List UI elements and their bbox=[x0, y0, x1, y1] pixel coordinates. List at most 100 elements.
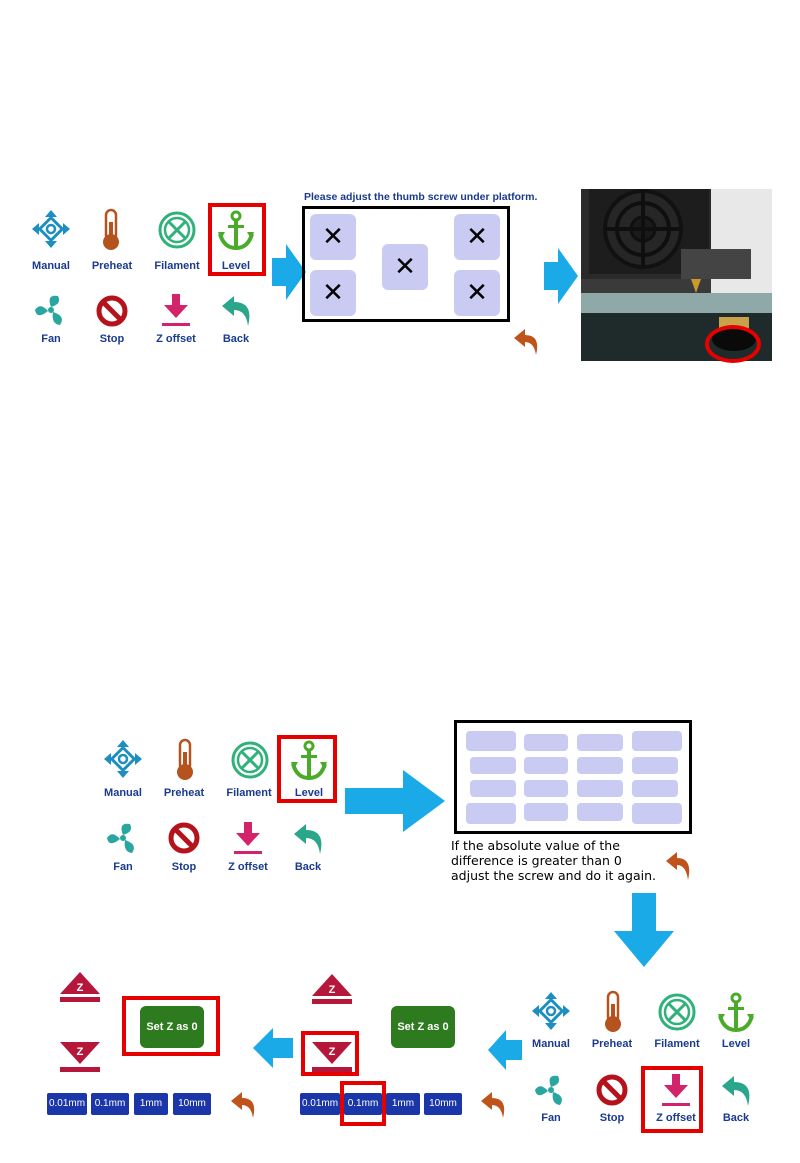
anchor-icon[interactable] bbox=[216, 210, 256, 252]
move-arrows-icon[interactable] bbox=[530, 990, 572, 1032]
return-arrow-icon[interactable] bbox=[480, 1090, 508, 1120]
level-instruction: Please adjust the thumb screw under plat… bbox=[304, 191, 538, 203]
filament-reel-icon[interactable] bbox=[657, 992, 697, 1032]
z-down-label: Z bbox=[329, 1046, 336, 1058]
step-0.1mm-button[interactable]: 0.1mm bbox=[344, 1093, 382, 1115]
back-arrow-icon[interactable] bbox=[720, 1072, 754, 1108]
flow-arrow-down bbox=[614, 893, 674, 967]
filament-reel-icon[interactable] bbox=[230, 740, 270, 780]
thermometer-icon[interactable] bbox=[172, 738, 198, 782]
mesh-cell bbox=[632, 803, 682, 824]
z-offset-icon[interactable] bbox=[232, 820, 264, 856]
filament-reel-icon[interactable] bbox=[157, 210, 197, 250]
anchor-icon[interactable] bbox=[289, 740, 329, 782]
flow-arrow-right bbox=[345, 770, 445, 832]
menu-level-label: Level bbox=[221, 260, 251, 272]
z-down-button-icon[interactable]: Z bbox=[58, 1040, 102, 1074]
step-0.01mm-button[interactable]: 0.01mm bbox=[47, 1093, 87, 1115]
stop-icon[interactable] bbox=[95, 294, 129, 328]
mesh-cell bbox=[632, 731, 682, 751]
level-screen bbox=[302, 206, 510, 322]
z-offset-icon[interactable] bbox=[160, 292, 192, 328]
menu-fan-label: Fan bbox=[41, 333, 61, 345]
mesh-cell bbox=[632, 780, 678, 797]
mesh-screen bbox=[454, 720, 692, 834]
menu-fan-label: Fan bbox=[541, 1112, 561, 1124]
mesh-cell bbox=[577, 803, 623, 821]
mesh-cell bbox=[470, 757, 516, 774]
level-point-bottom-left[interactable]: ✕ bbox=[310, 270, 356, 316]
step-1mm-button[interactable]: 1mm bbox=[134, 1093, 168, 1115]
z-up-button-icon[interactable]: Z bbox=[310, 972, 354, 1006]
fan-icon[interactable] bbox=[532, 1072, 570, 1108]
level-point-bottom-right[interactable]: ✕ bbox=[454, 270, 500, 316]
mesh-cell bbox=[470, 780, 516, 797]
note-line-3: adjust the screw and do it again. bbox=[451, 868, 657, 883]
step-10mm-button[interactable]: 10mm bbox=[424, 1093, 462, 1115]
stop-icon[interactable] bbox=[167, 821, 201, 855]
menu-level-label: Level bbox=[721, 1038, 751, 1050]
mesh-cell bbox=[577, 780, 623, 797]
menu-stop-label: Stop bbox=[171, 861, 197, 873]
menu-manual-label: Manual bbox=[104, 787, 142, 799]
menu-preheat-label: Preheat bbox=[91, 260, 133, 272]
z-down-button-icon[interactable]: Z bbox=[310, 1040, 354, 1074]
level-point-top-right[interactable]: ✕ bbox=[454, 214, 500, 260]
z-offset-icon[interactable] bbox=[660, 1072, 692, 1108]
z-down-label: Z bbox=[77, 1046, 84, 1058]
mesh-cell bbox=[524, 803, 568, 821]
step-0.1mm-highlight bbox=[340, 1081, 386, 1126]
menu-zoffset-label: Z offset bbox=[656, 1112, 696, 1124]
thermometer-icon[interactable] bbox=[98, 208, 124, 252]
note-line-1: If the absolute value of the bbox=[451, 838, 620, 853]
back-arrow-icon[interactable] bbox=[220, 292, 254, 328]
flow-arrow-left bbox=[253, 1028, 293, 1068]
return-arrow-icon[interactable] bbox=[665, 850, 693, 882]
flow-arrow-right bbox=[544, 248, 578, 304]
level-point-top-left[interactable]: ✕ bbox=[310, 214, 356, 260]
menu-back-label: Back bbox=[222, 333, 250, 345]
thermometer-icon[interactable] bbox=[600, 990, 626, 1034]
return-arrow-icon[interactable] bbox=[513, 327, 541, 357]
move-arrows-icon[interactable] bbox=[102, 738, 144, 780]
menu-back-label: Back bbox=[722, 1112, 750, 1124]
z-down-highlight bbox=[301, 1031, 359, 1076]
mesh-cell bbox=[524, 780, 568, 797]
menu-back-label: Back bbox=[294, 861, 322, 873]
set-z-zero-button[interactable]: Set Z as 0 bbox=[140, 1006, 204, 1048]
fan-icon[interactable] bbox=[32, 292, 70, 328]
menu-manual-label: Manual bbox=[32, 260, 70, 272]
mesh-cell bbox=[466, 803, 516, 824]
mesh-cell bbox=[524, 757, 568, 774]
mesh-cell bbox=[632, 757, 678, 774]
step-0.01mm-button[interactable]: 0.01mm bbox=[300, 1093, 340, 1115]
level-highlight bbox=[277, 735, 337, 803]
anchor-icon[interactable] bbox=[716, 992, 756, 1034]
z-up-label: Z bbox=[329, 984, 336, 996]
set-z-zero-highlight bbox=[122, 996, 220, 1056]
thumb-screw-highlight bbox=[705, 325, 761, 363]
mesh-cell bbox=[466, 731, 516, 751]
move-arrows-icon[interactable] bbox=[30, 208, 72, 250]
menu-stop-label: Stop bbox=[599, 1112, 625, 1124]
return-arrow-icon[interactable] bbox=[230, 1090, 258, 1120]
fan-icon[interactable] bbox=[104, 820, 142, 856]
step-0.1mm-button[interactable]: 0.1mm bbox=[91, 1093, 129, 1115]
z-up-button-icon[interactable]: Z bbox=[58, 970, 102, 1004]
step-1mm-button[interactable]: 1mm bbox=[386, 1093, 420, 1115]
flow-arrow-right bbox=[272, 244, 306, 300]
menu-stop-label: Stop bbox=[99, 333, 125, 345]
set-z-zero-button[interactable]: Set Z as 0 bbox=[391, 1006, 455, 1048]
stop-icon[interactable] bbox=[595, 1073, 629, 1107]
zoffset-highlight bbox=[641, 1066, 703, 1133]
leveling-note: If the absolute value of the difference … bbox=[451, 838, 671, 883]
back-arrow-icon[interactable] bbox=[292, 820, 326, 856]
menu-zoffset-label: Z offset bbox=[156, 333, 196, 345]
menu-fan-label: Fan bbox=[113, 861, 133, 873]
level-point-center[interactable]: ✕ bbox=[382, 244, 428, 290]
mesh-cell bbox=[524, 734, 568, 751]
menu-level-label: Level bbox=[294, 787, 324, 799]
step-10mm-button[interactable]: 10mm bbox=[173, 1093, 211, 1115]
mesh-cell bbox=[577, 734, 623, 751]
flow-arrow-left bbox=[488, 1030, 522, 1070]
